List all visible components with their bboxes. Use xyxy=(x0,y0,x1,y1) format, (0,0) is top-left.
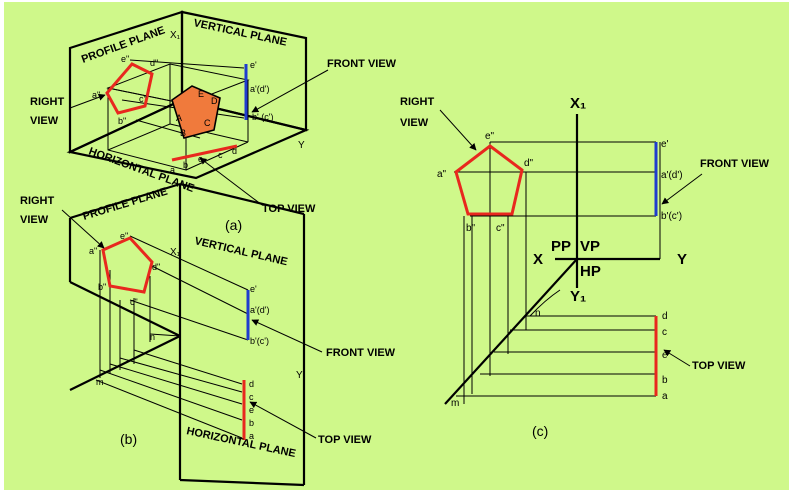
panel-c-caption: (c) xyxy=(532,423,548,439)
panel-b-top-view-arrow xyxy=(249,401,317,439)
panel-b-right-view-line2: VIEW xyxy=(20,214,49,226)
panel-a-x1: X₁ xyxy=(170,30,181,41)
panel-b-frame xyxy=(68,182,306,487)
panel-c-m: m xyxy=(451,398,459,409)
panel-a-tv-d: d xyxy=(232,146,237,156)
panel-a-tv-b: b xyxy=(183,160,188,170)
panel-a-fv-ad: a'(d') xyxy=(250,84,269,94)
panel-a-pt-b: b" xyxy=(118,116,126,126)
panel-b-fv-ad: a'(d') xyxy=(250,305,269,315)
panel-b-right-view-line1: RIGHT xyxy=(20,195,55,207)
panel-c-right-view-pentagon xyxy=(454,144,524,216)
panel-c-pt-d: d" xyxy=(524,158,534,169)
panel-a-frame xyxy=(66,10,310,180)
panel-a-fv-bc: b' (c') xyxy=(252,112,273,122)
panel-b-y: Y xyxy=(296,370,303,381)
panel-b-tv-b: b xyxy=(249,418,254,428)
panel-a-pt-e: e" xyxy=(121,54,129,64)
panel-b-x1: X₁ xyxy=(170,247,181,258)
panel-c-pt-b: b" xyxy=(466,223,476,234)
panel-c-fv-ad: a'(d') xyxy=(661,170,683,181)
panel-b-fv-bc: b'(c') xyxy=(250,336,269,346)
panel-a-front-view-label: FRONT VIEW xyxy=(327,58,397,70)
panel-a-solid-pentagon xyxy=(171,85,221,139)
panel-a-tv-e: e xyxy=(198,154,203,164)
panel-a-right-view-line2: VIEW xyxy=(30,115,59,127)
panel-b-fv-e: e' xyxy=(250,284,257,294)
panel-c-vp: VP xyxy=(580,238,600,255)
panel-c-pt-a: a" xyxy=(437,169,447,180)
panel-b-pt-b: b" xyxy=(98,282,106,292)
panel-a-caption: (a) xyxy=(225,217,242,233)
panel-c-n: n xyxy=(535,308,541,319)
background xyxy=(4,2,789,490)
panel-c-projectors xyxy=(454,141,661,404)
panel-b-n: n xyxy=(150,332,155,342)
panel-b-pt-d: d" xyxy=(152,262,160,272)
panel-a-top-view-line xyxy=(171,144,238,162)
panel-c-top-view-arrow xyxy=(663,349,691,367)
panel-a-right-view-line1: RIGHT xyxy=(30,96,65,108)
panel-b-pt-e: e" xyxy=(120,231,128,241)
panel-a-solid-A: A xyxy=(176,113,182,123)
panel-b-tv-d: d xyxy=(249,379,254,389)
panel-c-top-view-label: TOP VIEW xyxy=(692,360,746,372)
panel-c-right-view-arrow xyxy=(439,109,477,151)
panel-a-right-view-pentagon xyxy=(105,62,154,115)
panel-b-right-view-arrow xyxy=(61,209,105,249)
panel-b-caption: (b) xyxy=(120,431,137,447)
panel-b-right-view-pentagon xyxy=(101,236,154,294)
panel-c-hp: HP xyxy=(580,263,601,280)
panel-a-pt-d: d" xyxy=(150,58,158,68)
panel-c-x: X xyxy=(533,251,543,268)
panel-c-tv-a: a xyxy=(662,391,668,402)
panel-c-axes xyxy=(444,114,660,405)
panel-c-pt-e: e" xyxy=(485,131,495,142)
panel-c-front-view-label: FRONT VIEW xyxy=(700,158,770,170)
panel-c-right-view-line1: RIGHT xyxy=(400,96,435,108)
panel-b-pt-c: c" xyxy=(130,297,138,307)
panel-a-solid-D: D xyxy=(211,96,218,106)
panel-b-front-view-label: FRONT VIEW xyxy=(326,347,396,359)
panel-b-tv-e: e xyxy=(249,405,254,415)
panel-b-pt-a: a" xyxy=(89,246,97,256)
panel-c-front-view-arrow xyxy=(661,173,703,205)
panel-c-tv-c: c xyxy=(662,327,667,338)
panel-a-solid-C: C xyxy=(204,118,211,128)
panel-c-tv-b: b xyxy=(662,375,668,386)
panel-b-tv-c: c xyxy=(249,392,254,402)
panel-a-pt-c: c" xyxy=(139,94,147,104)
panel-c: RIGHT VIEW FRONT VIEW TOP VIEW (c) X₁ Y₁… xyxy=(400,95,770,439)
panel-a-fv-e: e' xyxy=(250,60,257,70)
panel-a-pt-a: a" xyxy=(92,90,100,100)
panel-c-tv-e: e xyxy=(662,350,668,361)
panel-b-tv-a: a xyxy=(249,431,254,441)
panel-a-y: Y xyxy=(298,140,305,151)
panel-b-front-view-arrow xyxy=(251,319,323,353)
panel-c-right-view-line2: VIEW xyxy=(400,117,429,129)
panel-c-x1: X₁ xyxy=(570,95,586,112)
panel-a-solid-B: B xyxy=(180,128,186,138)
panel-a-right-view-arrow xyxy=(69,93,106,109)
panel-b-top-view-label: TOP VIEW xyxy=(318,434,372,446)
panel-b-m: m xyxy=(96,377,104,387)
panel-c-pt-c: c" xyxy=(496,223,505,234)
panel-a-top-view-arrow xyxy=(199,157,263,206)
panel-c-y: Y xyxy=(677,251,687,268)
panel-a-front-view-arrow xyxy=(251,69,329,113)
panel-a-tv-a: a xyxy=(170,165,175,175)
panel-a-solid-E: E xyxy=(198,89,204,99)
panel-a-tv-c: c xyxy=(218,150,223,160)
panel-c-fv-bc: b'(c') xyxy=(661,211,682,222)
panel-c-fv-e: e' xyxy=(661,139,669,150)
panel-c-pp: PP xyxy=(551,238,571,255)
panel-c-y1: Y₁ xyxy=(570,288,586,305)
panel-c-tv-d: d xyxy=(662,311,668,322)
